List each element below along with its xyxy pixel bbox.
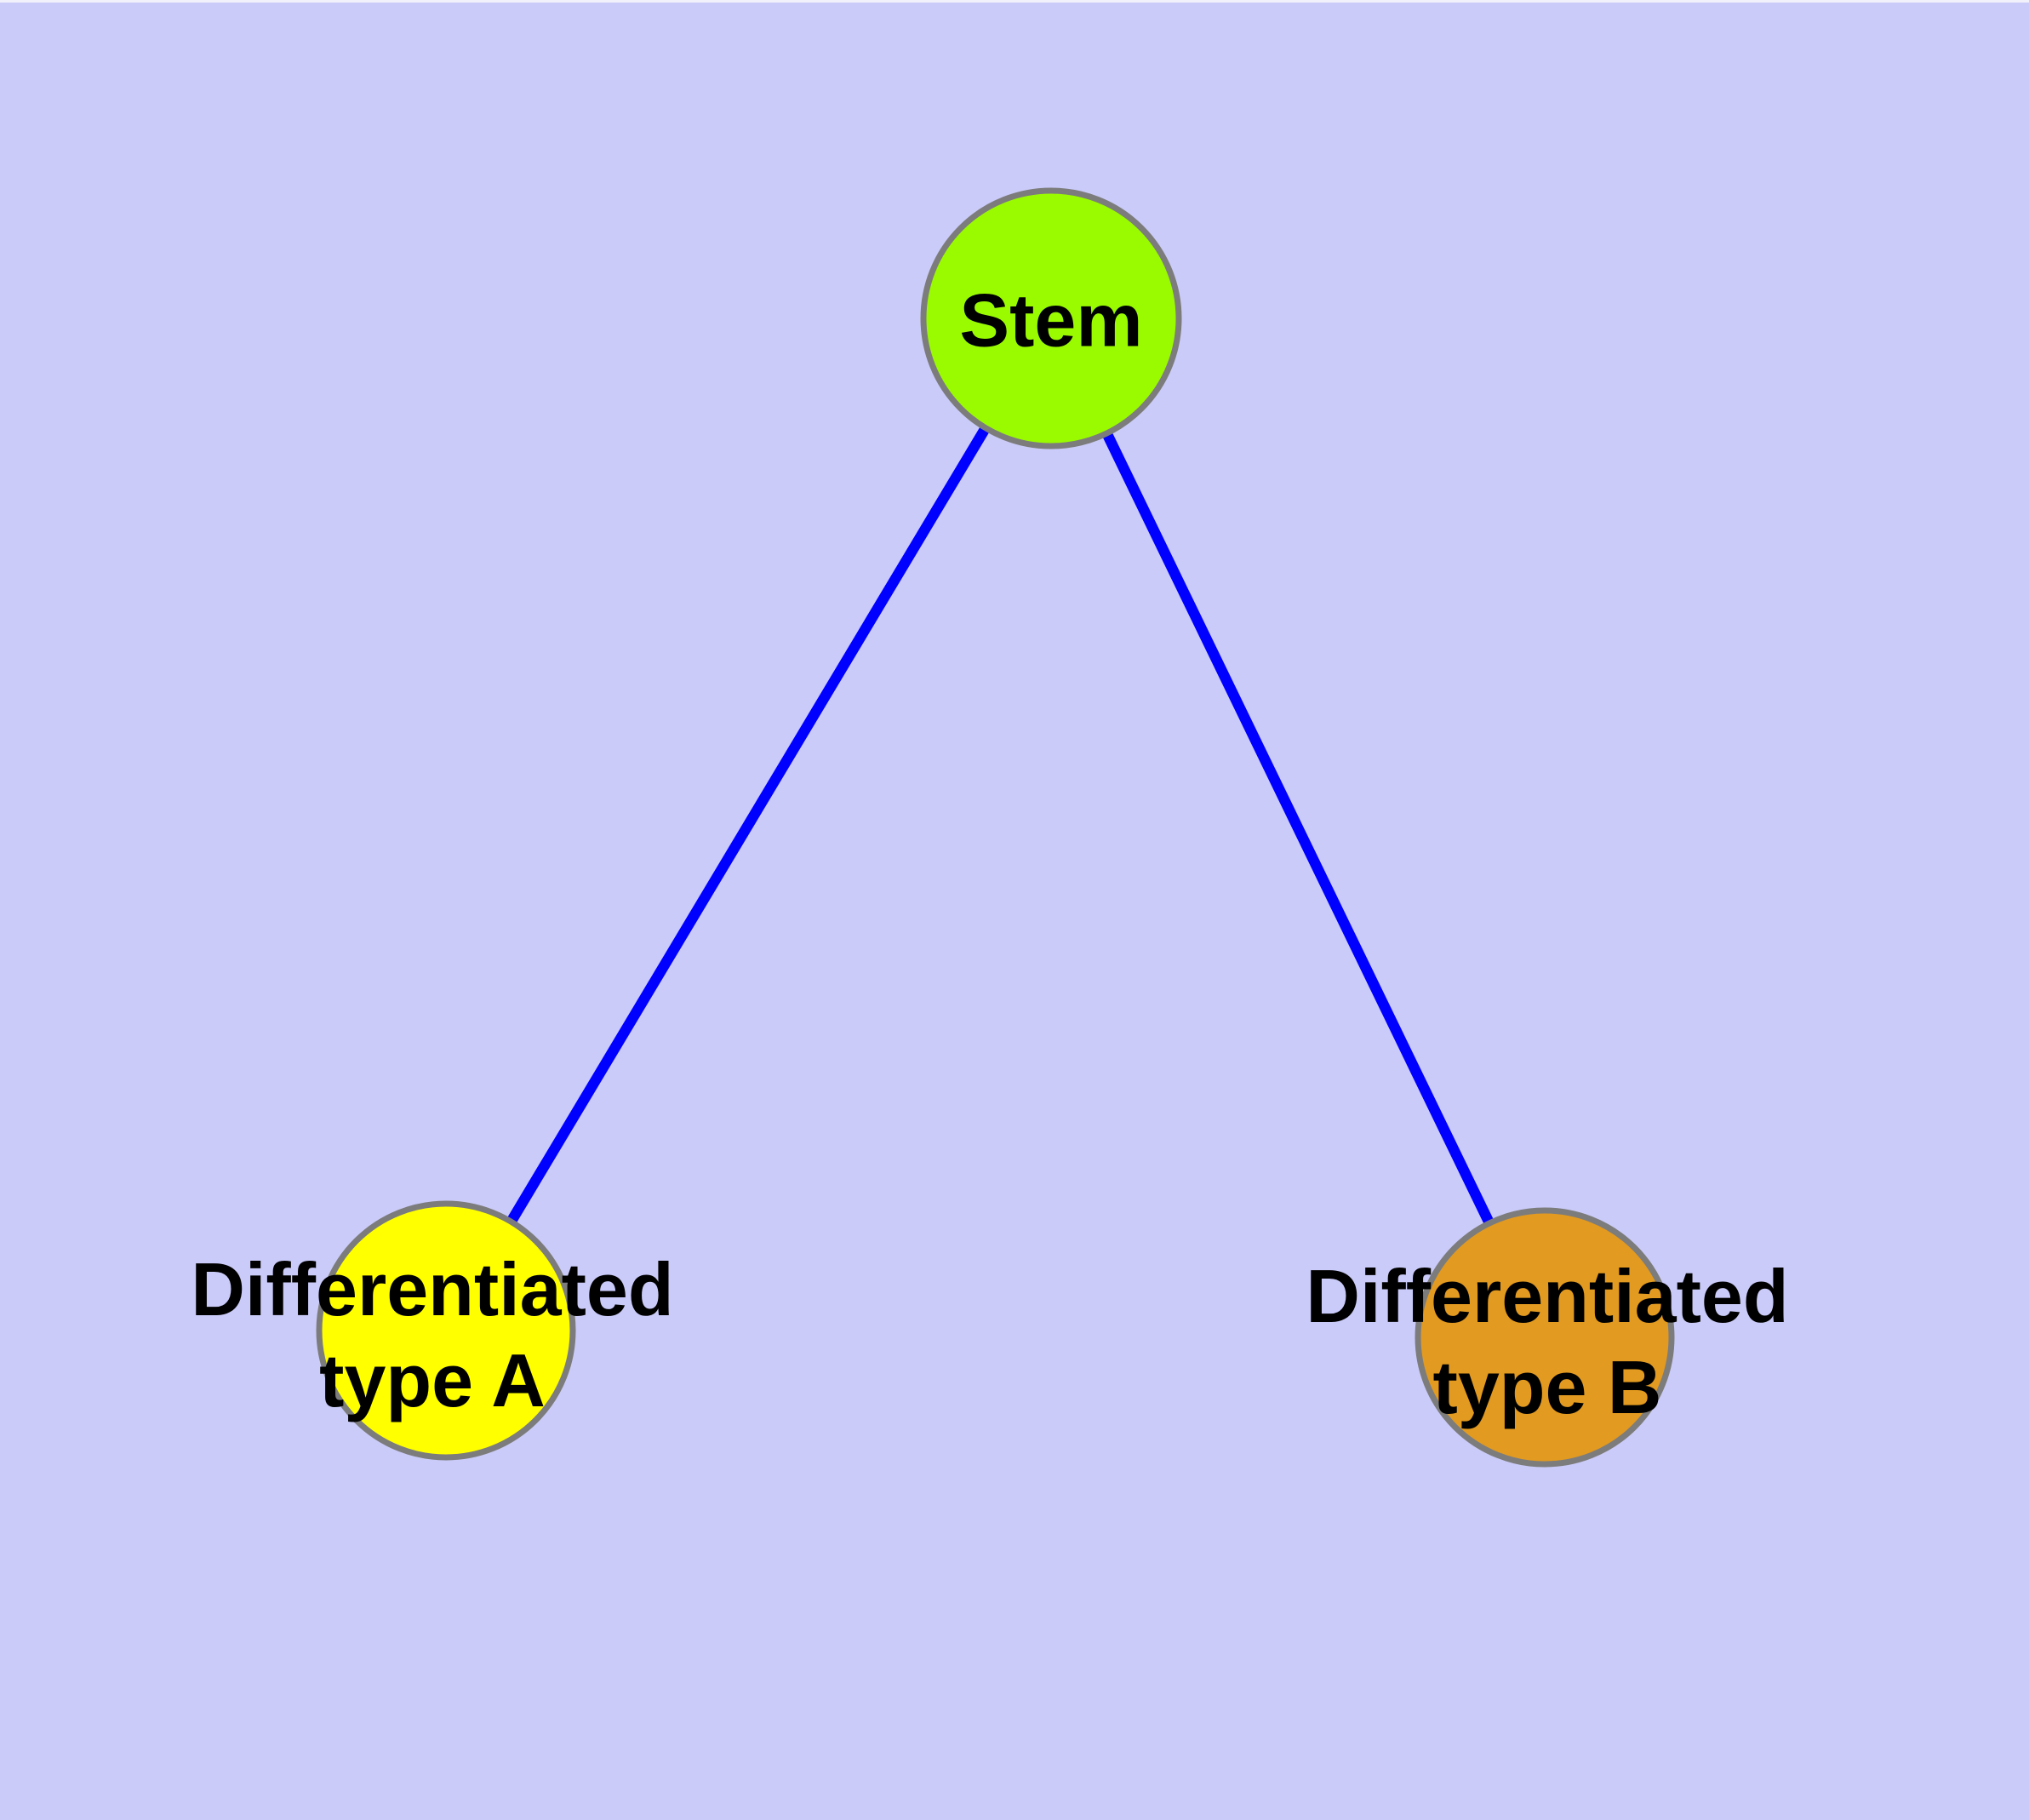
node-type-a-circle	[316, 1200, 576, 1461]
node-type-a-label-line2: type A	[319, 1338, 546, 1422]
edge-stem-to-type-b	[1046, 316, 1550, 1340]
top-edge-strip	[0, 0, 2029, 3]
node-type-b-label-line1: Differentiated	[1306, 1254, 1789, 1338]
node-stem-label-text: Stem	[959, 278, 1143, 363]
node-stem-label: Stem	[959, 275, 1142, 366]
node-stem-circle	[920, 187, 1182, 449]
node-type-b-circle	[1415, 1207, 1675, 1468]
node-type-b-label-line2: type B	[1432, 1345, 1662, 1429]
node-type-a-label-line1: Differentiated	[191, 1247, 674, 1331]
node-type-b-label: Differentiated type B	[1306, 1251, 1788, 1433]
edge-stem-to-type-a	[441, 315, 1056, 1334]
node-type-a-label: Differentiated type A	[191, 1244, 673, 1426]
